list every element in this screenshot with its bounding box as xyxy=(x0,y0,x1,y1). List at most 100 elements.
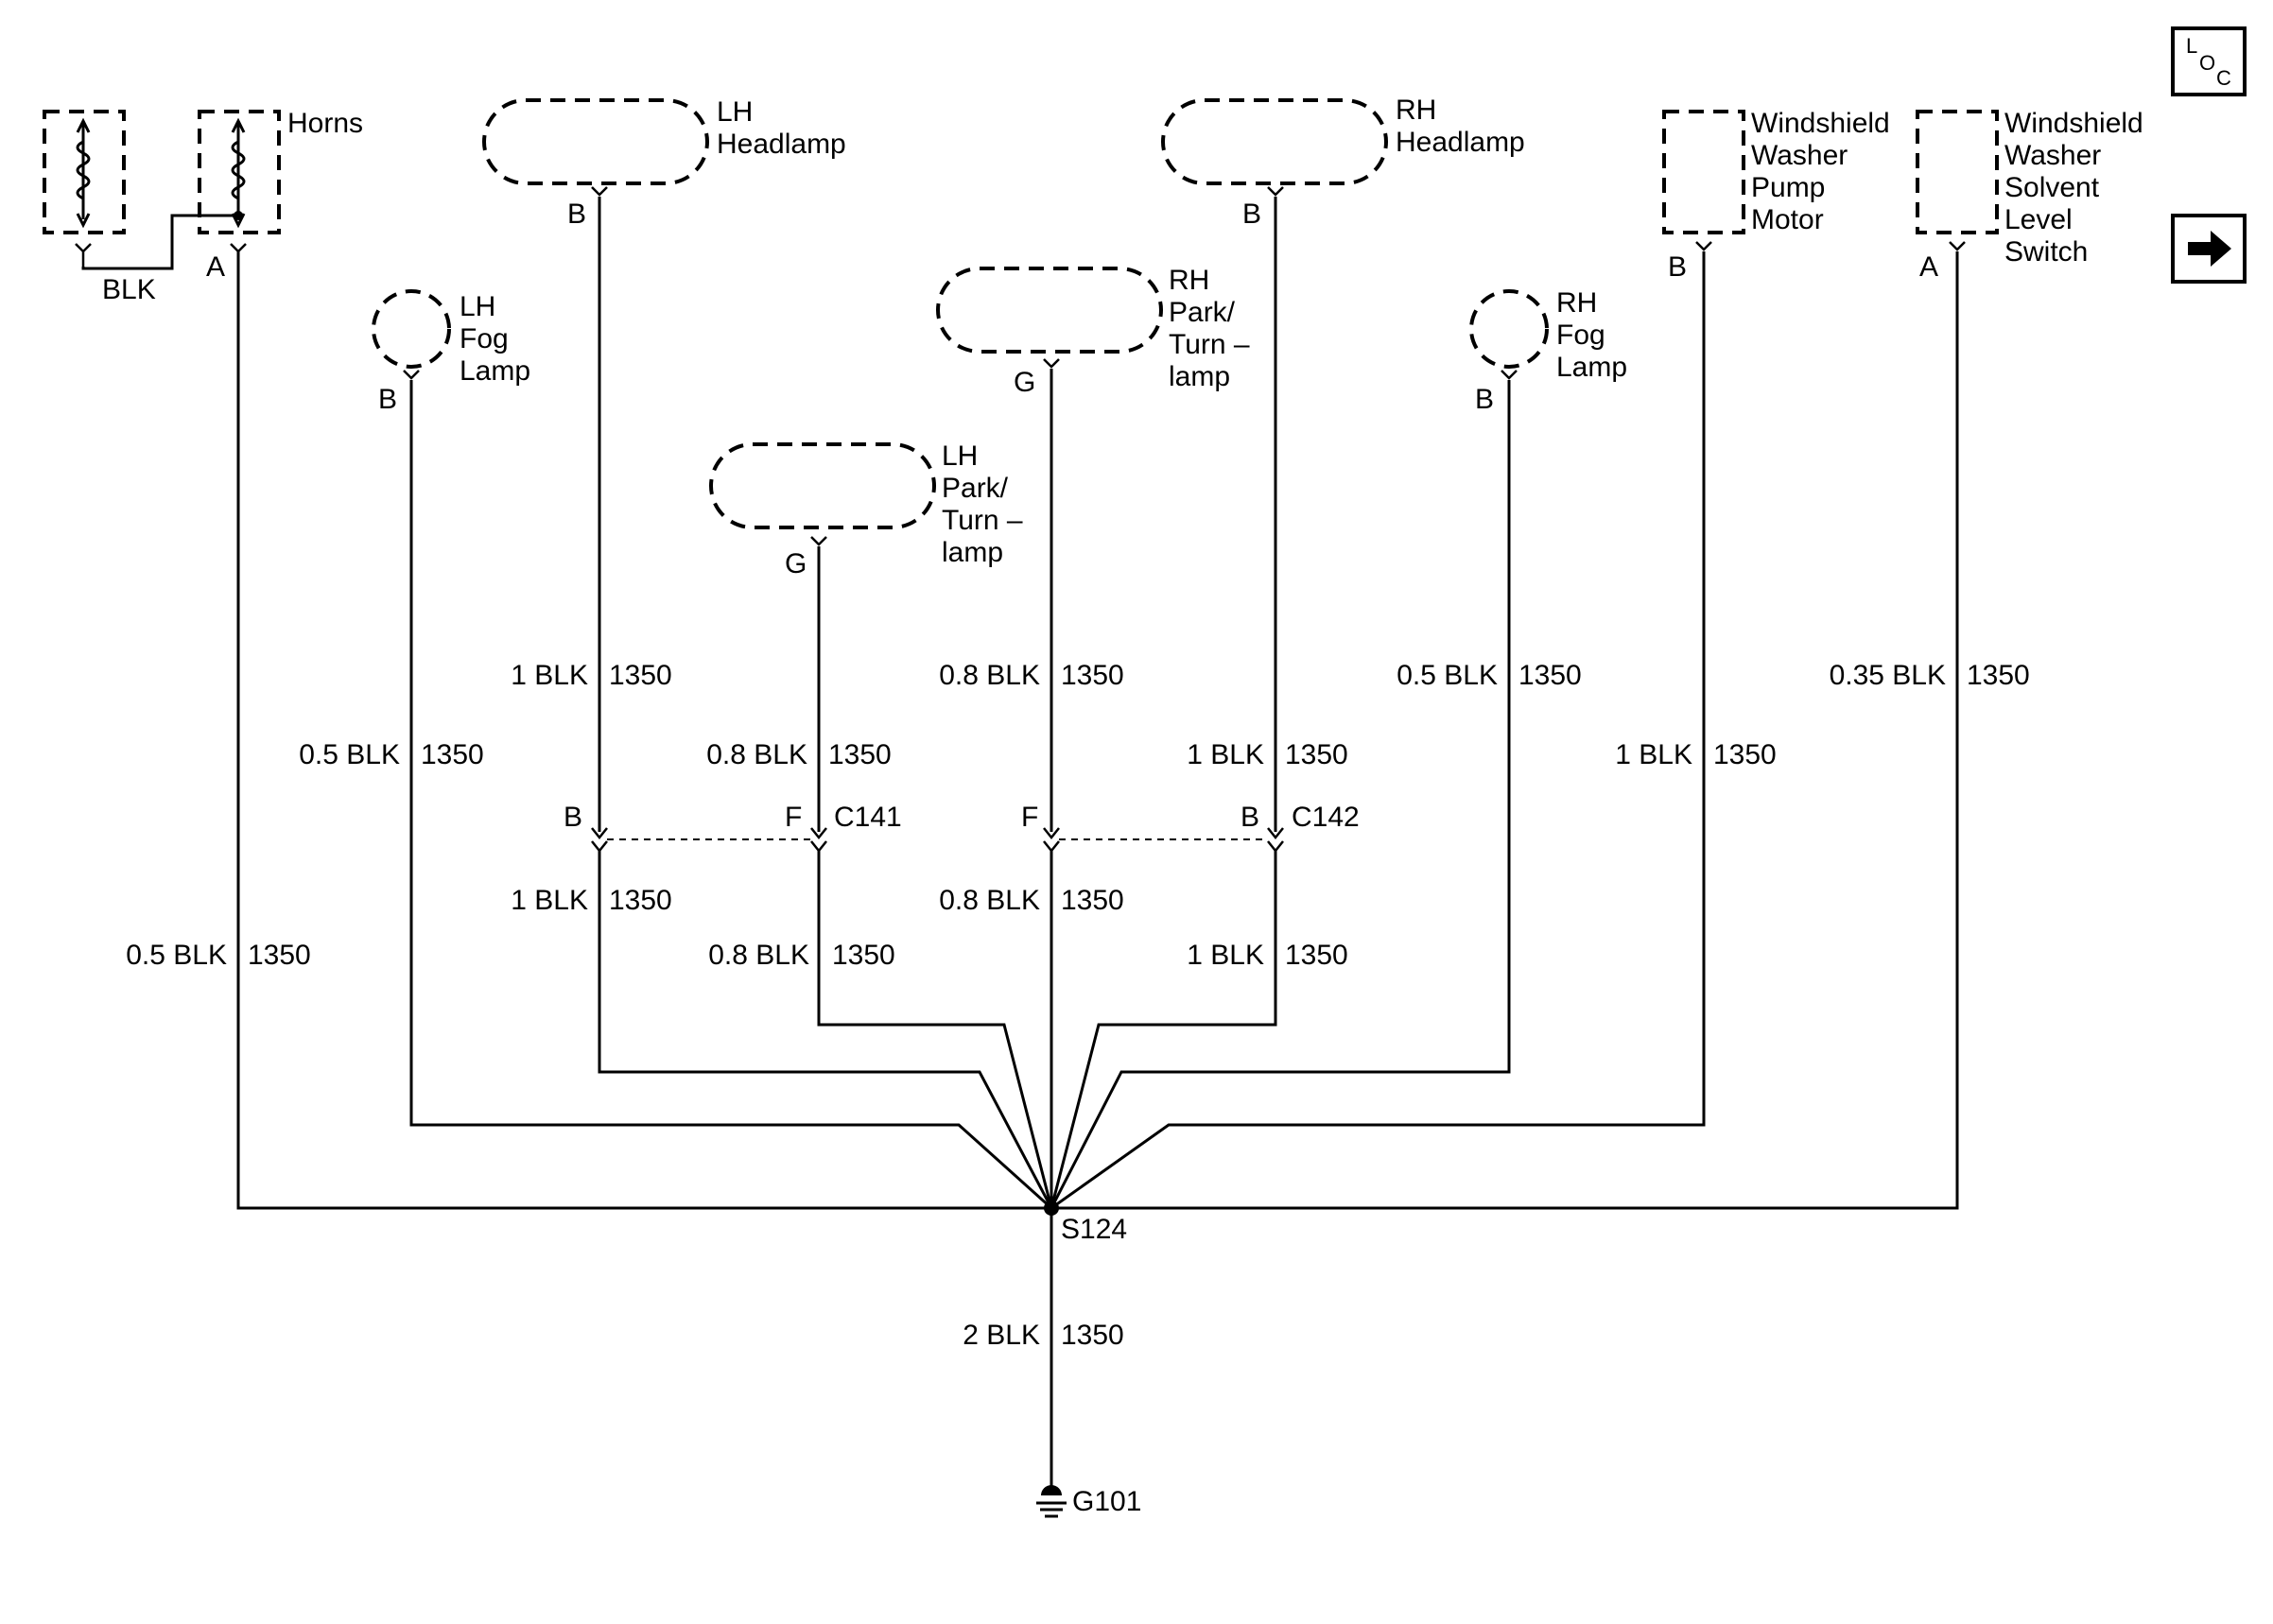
lh-headlamp-label-2: Headlamp xyxy=(717,129,846,160)
lh-fog-label-2: Fog xyxy=(460,323,509,354)
loc-letter-o: O xyxy=(2199,51,2215,75)
pin-c141-f: F xyxy=(785,802,802,833)
gauge-lh-headlamp-lower: 1 BLK xyxy=(511,885,588,916)
rh-fog-label-3: Lamp xyxy=(1556,352,1627,383)
washer-switch-label-1: Windshield xyxy=(2004,108,2143,139)
pin-c142-f: F xyxy=(1021,802,1038,833)
gauge-rh-headlamp-lower: 1 BLK xyxy=(1187,940,1264,971)
gauge-rh-headlamp-upper: 1 BLK xyxy=(1187,739,1264,770)
ground-g101-icon xyxy=(1036,1485,1067,1518)
circuit-rh-headlamp-upper: 1350 xyxy=(1285,739,1348,770)
wire-lh-headlamp xyxy=(598,197,1053,1209)
lh-park-label-3: Turn – xyxy=(942,505,1023,536)
washer-pump-label-3: Pump xyxy=(1751,172,1825,203)
circuit-washer-pump: 1350 xyxy=(1713,739,1777,770)
circuit-lh-headlamp-upper: 1350 xyxy=(609,660,672,691)
pin-rh-fog: B xyxy=(1475,384,1494,415)
rh-park-label-3: Turn – xyxy=(1169,329,1250,360)
lh-park-turn-lamp-outline xyxy=(709,442,936,529)
lh-park-label-4: lamp xyxy=(942,537,1003,568)
gauge-rh-fog: 0.5 BLK xyxy=(1397,660,1498,691)
washer-pump-label-1: Windshield xyxy=(1751,108,1890,139)
splice-s124-label: S124 xyxy=(1061,1214,1127,1245)
rh-park-turn-lamp-outline xyxy=(936,267,1163,354)
rh-park-label-1: RH xyxy=(1169,265,1209,296)
loc-letter-l: L xyxy=(2186,34,2197,58)
gauge-lh-park-lower: 0.8 BLK xyxy=(708,940,809,971)
loc-letter-c: C xyxy=(2216,66,2231,90)
wire-washer-switch xyxy=(1051,251,1959,1210)
rh-headlamp-label-2: Headlamp xyxy=(1396,127,1525,158)
washer-pump-label-2: Washer xyxy=(1751,140,1848,171)
circuit-rh-park-upper: 1350 xyxy=(1061,660,1124,691)
rh-fog-label-2: Fog xyxy=(1556,320,1605,351)
pin-lh-fog: B xyxy=(378,384,397,415)
pin-horn: A xyxy=(206,251,225,283)
rh-park-label-4: lamp xyxy=(1169,361,1230,392)
connector-c142 xyxy=(1043,827,1284,854)
pin-washer-pump: B xyxy=(1668,251,1687,283)
splice-s124-dot xyxy=(1044,1201,1059,1216)
gauge-rh-park-upper: 0.8 BLK xyxy=(939,660,1040,691)
washer-level-switch-outline xyxy=(1916,110,1999,234)
gauge-lh-park-upper: 0.8 BLK xyxy=(706,739,807,770)
circuit-rh-park-lower: 1350 xyxy=(1061,885,1124,916)
next-page-button[interactable] xyxy=(2171,214,2247,284)
connector-c142-label: C142 xyxy=(1292,802,1360,833)
rh-fog-lamp-outline xyxy=(1469,289,1549,369)
horn-jumper-wire xyxy=(81,214,238,270)
circuit-lh-park-lower: 1350 xyxy=(832,940,895,971)
washer-switch-label-5: Switch xyxy=(2004,236,2088,268)
connector-c141 xyxy=(591,827,827,854)
rh-headlamp-outline xyxy=(1161,98,1388,185)
gauge-horn: 0.5 BLK xyxy=(126,940,227,971)
washer-switch-label-2: Washer xyxy=(2004,140,2101,171)
rh-park-label-2: Park/ xyxy=(1169,297,1236,328)
wire-rh-headlamp xyxy=(1050,197,1277,1209)
gauge-lh-fog: 0.5 BLK xyxy=(299,739,400,770)
circuit-washer-switch: 1350 xyxy=(1967,660,2030,691)
gauge-lh-headlamp-upper: 1 BLK xyxy=(511,660,588,691)
washer-switch-label-3: Solvent xyxy=(2004,172,2100,203)
pin-c142-b: B xyxy=(1241,802,1259,833)
wire-washer-pump xyxy=(1050,251,1706,1210)
ground-g101-label: G101 xyxy=(1072,1486,1141,1517)
wire-horn xyxy=(236,251,1051,1210)
circuit-horn: 1350 xyxy=(248,940,311,971)
circuit-lh-fog: 1350 xyxy=(421,739,484,770)
lh-park-label-1: LH xyxy=(942,441,978,472)
gauge-ground: 2 BLK xyxy=(963,1320,1040,1351)
washer-pump-motor-outline xyxy=(1662,110,1745,234)
horns-label: Horns xyxy=(287,108,363,139)
washer-switch-label-4: Level xyxy=(2004,204,2073,235)
lh-fog-label-1: LH xyxy=(460,291,495,322)
connector-c141-label: C141 xyxy=(834,802,902,833)
wire-rh-fog xyxy=(1050,380,1511,1209)
pin-lh-park: G xyxy=(785,548,807,579)
wire-lh-park xyxy=(817,546,1053,1209)
lh-headlamp-label-1: LH xyxy=(717,96,753,128)
rh-fog-label-1: RH xyxy=(1556,287,1597,319)
gauge-washer-switch: 0.35 BLK xyxy=(1830,660,1946,691)
terminal-symbols xyxy=(403,186,1966,546)
pin-c141-b: B xyxy=(564,802,582,833)
location-button[interactable]: L O C xyxy=(2171,26,2247,96)
pin-lh-headlamp: B xyxy=(567,199,586,230)
circuit-rh-fog: 1350 xyxy=(1518,660,1582,691)
pin-rh-headlamp: B xyxy=(1242,199,1261,230)
pin-rh-park: G xyxy=(1014,367,1035,398)
gauge-washer-pump: 1 BLK xyxy=(1615,739,1692,770)
wire-lh-fog xyxy=(409,380,1053,1210)
horn-right-symbol xyxy=(198,110,281,253)
circuit-ground: 1350 xyxy=(1061,1320,1124,1351)
rh-headlamp-label-1: RH xyxy=(1396,95,1436,126)
circuit-lh-park-upper: 1350 xyxy=(828,739,892,770)
circuit-lh-headlamp-lower: 1350 xyxy=(609,885,672,916)
arrow-right-icon xyxy=(2188,231,2231,267)
horn-jumper-wire-label: BLK xyxy=(102,274,156,305)
lh-fog-label-3: Lamp xyxy=(460,355,530,387)
lh-fog-lamp-outline xyxy=(372,289,451,369)
gauge-rh-park-lower: 0.8 BLK xyxy=(939,885,1040,916)
circuit-rh-headlamp-lower: 1350 xyxy=(1285,940,1348,971)
